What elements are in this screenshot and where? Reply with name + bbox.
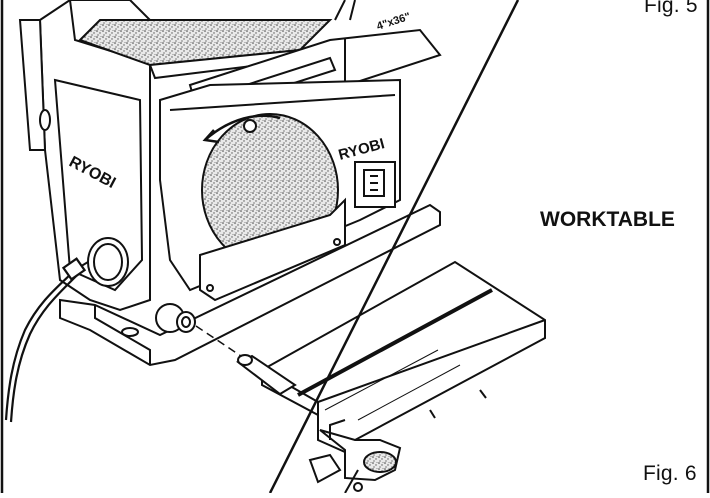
worktable-bracket	[308, 419, 402, 492]
sander-housing: RYOBI	[18, 0, 151, 312]
figure-5-label: Fig. 5	[644, 0, 698, 17]
worktable-callout: WORKTABLE	[540, 208, 675, 231]
disc-lower-guard	[199, 197, 346, 302]
bracket-foot-line	[344, 469, 359, 494]
belt-size-label: 4"x36"	[375, 11, 412, 33]
figure-separator-line	[268, 0, 520, 494]
figure-6-label: Fig. 6	[643, 462, 697, 485]
power-cord	[4, 257, 87, 423]
worktable-pivot-pin	[236, 354, 297, 396]
sander-base	[59, 203, 441, 367]
mounting-hole	[155, 303, 196, 333]
